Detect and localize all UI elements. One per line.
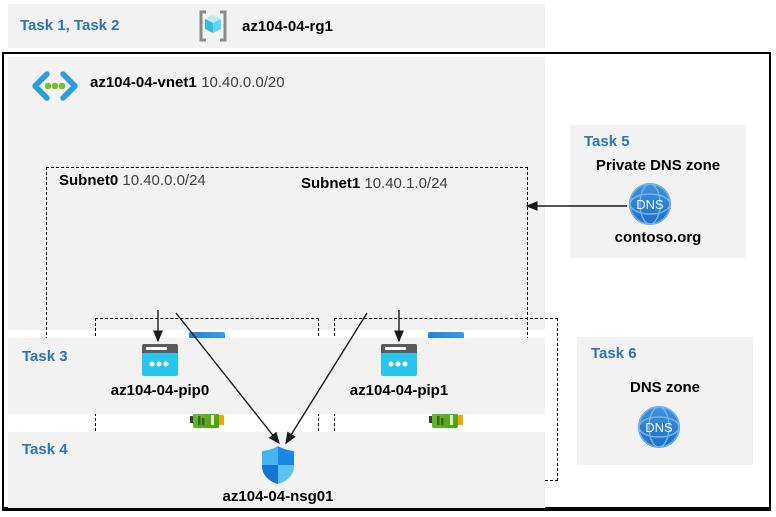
dns-globe-icon: DNS bbox=[638, 406, 680, 448]
task-4-label: Task 4 bbox=[22, 441, 68, 458]
pip0-name: az104-04-pip0 bbox=[110, 382, 210, 399]
vnet-box: az104-04-vnet1 10.40.0.0/20 Subnet0 10.4… bbox=[8, 57, 558, 481]
private-dns-zone-name: contoso.org bbox=[614, 229, 702, 246]
vnet-name: az104-04-vnet1 bbox=[90, 74, 197, 91]
subnet1-name: Subnet1 bbox=[301, 175, 361, 192]
task6-box: Task 6 DNS zone DNS bbox=[577, 337, 753, 465]
virtual-network-icon bbox=[32, 71, 78, 101]
task-1-2-label: Task 1, Task 2 bbox=[20, 17, 120, 34]
resource-group-icon bbox=[199, 10, 227, 42]
task-6-label: Task 6 bbox=[591, 345, 637, 362]
diagram-frame bbox=[2, 52, 771, 511]
public-ip-icon bbox=[142, 344, 178, 376]
vnet-cidr: 10.40.0.0/20 bbox=[201, 74, 285, 91]
svg-text:DNS: DNS bbox=[645, 420, 673, 435]
subnet1-label: Subnet1 10.40.1.0/24 bbox=[301, 175, 448, 192]
public-ip-icon bbox=[381, 344, 417, 376]
subnet0-cidr: 10.40.0.0/24 bbox=[122, 172, 206, 189]
network-security-group-shield-icon bbox=[262, 446, 294, 484]
task-3-label: Task 3 bbox=[22, 348, 68, 365]
subnet1-cidr: 10.40.1.0/24 bbox=[364, 175, 448, 192]
pip1-name: az104-04-pip1 bbox=[349, 382, 449, 399]
task5-box: Task 5 Private DNS zone DNS contoso.org bbox=[570, 125, 746, 258]
task4-band: Task 4 az104-04-nsg01 bbox=[8, 432, 545, 508]
subnet0-label: Subnet0 10.40.0.0/24 bbox=[59, 172, 206, 189]
subnet0-name: Subnet0 bbox=[59, 172, 119, 189]
nsg-name: az104-04-nsg01 bbox=[222, 488, 334, 505]
private-dns-zone-title: Private DNS zone bbox=[595, 157, 721, 174]
dns-zone-title: DNS zone bbox=[629, 379, 700, 396]
resource-group-name: az104-04-rg1 bbox=[242, 18, 333, 35]
dns-globe-icon: DNS bbox=[629, 183, 671, 225]
task3-band: Task 3 az104-04-pip0 az104-04-pip1 bbox=[8, 338, 545, 414]
svg-text:DNS: DNS bbox=[636, 197, 664, 212]
task-5-label: Task 5 bbox=[584, 133, 630, 150]
header-band: Task 1, Task 2 az104-04-rg1 bbox=[8, 4, 545, 48]
